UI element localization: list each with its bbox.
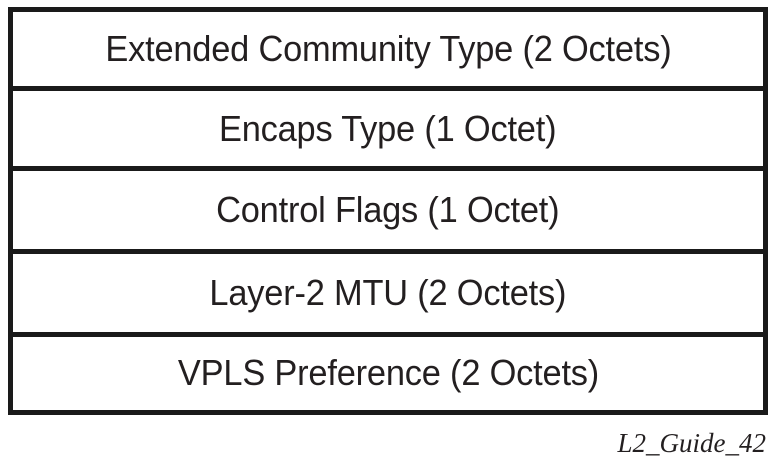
packet-field-row: Encaps Type (1 Octet)	[13, 91, 763, 172]
packet-field-stack: Extended Community Type (2 Octets) Encap…	[8, 7, 768, 415]
packet-field-row: Layer-2 MTU (2 Octets)	[13, 254, 763, 337]
figure-caption: L2_Guide_42	[617, 428, 767, 458]
packet-field-row: Control Flags (1 Octet)	[13, 171, 763, 254]
packet-field-label: VPLS Preference (2 Octets)	[177, 352, 599, 394]
packet-field-label: Extended Community Type (2 Octets)	[104, 28, 672, 70]
packet-field-row: Extended Community Type (2 Octets)	[13, 12, 763, 92]
packet-field-row: VPLS Preference (2 Octets)	[13, 336, 763, 410]
packet-field-label: Layer-2 MTU (2 Octets)	[209, 271, 567, 313]
packet-field-label: Encaps Type (1 Octet)	[219, 107, 557, 149]
packet-field-label: Control Flags (1 Octet)	[216, 189, 560, 231]
